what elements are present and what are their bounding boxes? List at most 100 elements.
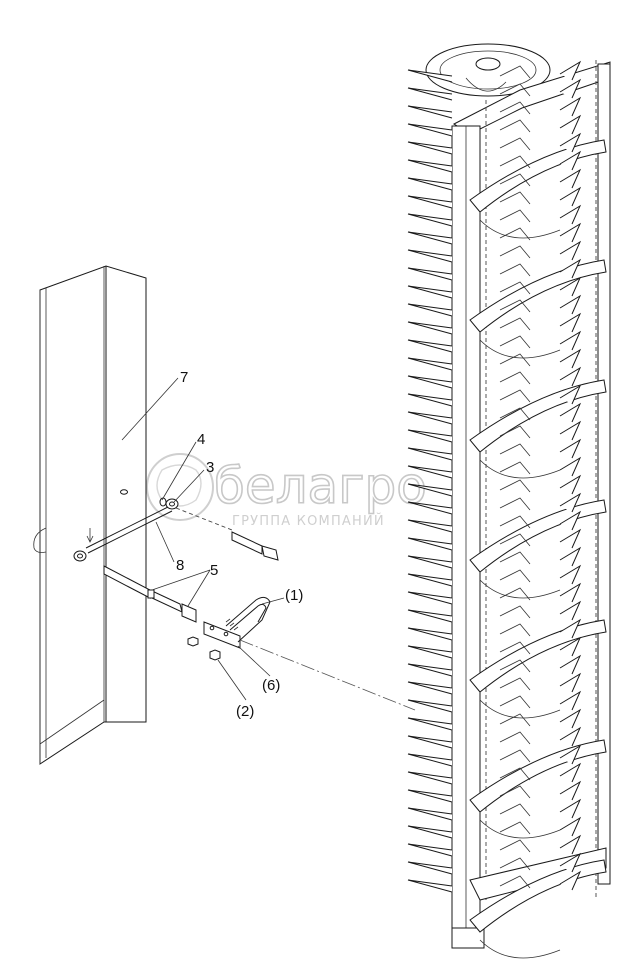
- label-part-6: (6): [262, 677, 280, 694]
- auger-tooth-left: [407, 87, 453, 101]
- auger-tooth-left: [407, 519, 453, 533]
- auger-tooth-right: [559, 618, 582, 639]
- auger-tooth-left: [407, 825, 453, 839]
- auger-tooth-inner: [499, 389, 531, 403]
- auger-tooth-inner: [499, 155, 531, 169]
- auger-tooth-left: [407, 717, 453, 731]
- auger-tooth-left: [407, 123, 453, 137]
- auger-tooth-inner: [499, 101, 531, 115]
- auger-tooth-left: [407, 627, 453, 641]
- auger-tooth-inner: [499, 443, 531, 457]
- auger-tooth-inner: [499, 749, 531, 763]
- auger-tooth-inner: [499, 245, 531, 259]
- auger-tooth-left: [407, 249, 453, 263]
- washer-part-3: [165, 498, 179, 510]
- auger-tooth-right: [559, 276, 582, 297]
- auger-tooth-left: [407, 771, 453, 785]
- auger-tooth-inner: [499, 479, 531, 493]
- auger-tooth-left: [407, 555, 453, 569]
- auger-tooth-left: [407, 303, 453, 317]
- auger-tooth-right: [559, 564, 582, 585]
- auger-tooth-inner: [499, 407, 531, 421]
- auger-tooth-left: [407, 753, 453, 767]
- auger-tooth-inner: [499, 569, 531, 583]
- auger-tooth-inner: [499, 173, 531, 187]
- auger-tooth-left: [407, 843, 453, 857]
- auger-tooth-inner: [499, 623, 531, 637]
- auger-assembly: [407, 43, 611, 959]
- auger-tooth-right: [559, 672, 582, 693]
- auger-tooth-left: [407, 861, 453, 875]
- auger-tooth-inner: [499, 641, 531, 655]
- auger-tooth-inner: [499, 65, 531, 79]
- auger-tooth-right: [559, 420, 582, 441]
- auger-tooth-left: [407, 537, 453, 551]
- auger-tooth-left: [407, 573, 453, 587]
- watermark-brand: белагро: [214, 457, 427, 515]
- auger-tooth-right: [559, 438, 582, 459]
- auger-tooth-inner: [499, 695, 531, 709]
- auger-tooth-right: [559, 510, 582, 531]
- auger-tooth-left: [407, 285, 453, 299]
- label-part-4: 4: [197, 431, 205, 448]
- auger-tooth-right: [559, 492, 582, 513]
- strap-assembly: [103, 531, 279, 623]
- auger-tooth-left: [407, 645, 453, 659]
- auger-tooth-inner: [499, 281, 531, 295]
- auger-tooth-inner: [499, 875, 531, 889]
- auger-tooth-right: [559, 78, 582, 99]
- auger-tooth-left: [407, 789, 453, 803]
- label-part-1: (1): [285, 587, 303, 604]
- auger-flight: [469, 379, 607, 453]
- auger-tooth-inner: [499, 425, 531, 439]
- nut-left: [187, 636, 199, 647]
- auger-tooth-right: [559, 384, 582, 405]
- auger-tooth-left: [407, 591, 453, 605]
- auger-tooth-inner: [499, 713, 531, 727]
- auger-tooth-left: [407, 411, 453, 425]
- callouts: 7 4 3 8 5 (1) (6) (2): [121, 369, 303, 720]
- auger-tooth-inner: [499, 803, 531, 817]
- auger-tooth-inner: [499, 263, 531, 277]
- auger-tooth-right: [559, 582, 582, 603]
- auger-tooth-right: [559, 708, 582, 729]
- auger-tooth-left: [407, 267, 453, 281]
- auger-tooth-inner: [499, 731, 531, 745]
- auger-tooth-inner: [499, 335, 531, 349]
- auger-flight: [469, 619, 607, 693]
- auger-tooth-left: [407, 213, 453, 227]
- auger-tooth-left: [407, 339, 453, 353]
- label-part-7: 7: [180, 369, 188, 386]
- label-part-2: (2): [236, 703, 254, 720]
- clamp-assembly: [187, 596, 271, 661]
- auger-tooth-right: [559, 294, 582, 315]
- auger-tooth-right: [559, 816, 582, 837]
- watermark-tagline: ГРУППА КОМПАНИЙ: [232, 513, 385, 529]
- auger-tooth-inner: [499, 497, 531, 511]
- auger-tooth-inner: [499, 227, 531, 241]
- auger-tooth-left: [407, 429, 453, 443]
- auger-flight: [469, 499, 607, 573]
- auger-tooth-right: [559, 258, 582, 279]
- auger-tooth-right: [559, 636, 582, 657]
- auger-tooth-right: [559, 366, 582, 387]
- auger-tooth-inner: [499, 515, 531, 529]
- auger-tooth-right: [559, 474, 582, 495]
- auger-tooth-inner: [499, 317, 531, 331]
- auger-tooth-left: [407, 465, 453, 479]
- auger-flight: [469, 739, 607, 813]
- auger-flight-edge: [479, 939, 561, 959]
- auger-tooth-right: [559, 852, 582, 873]
- auger-tooth-inner: [499, 821, 531, 835]
- auger-tooth-inner: [499, 209, 531, 223]
- auger-flight-edge: [479, 579, 561, 599]
- auger-tooth-inner: [499, 587, 531, 601]
- auger-tooth-left: [407, 447, 453, 461]
- side-panel: [33, 265, 147, 765]
- nut-part-4: [159, 497, 167, 507]
- washer-bottom: [73, 550, 87, 562]
- auger-tooth-right: [559, 546, 582, 567]
- auger-tooth-right: [559, 132, 582, 153]
- auger-tooth-inner: [499, 371, 531, 385]
- auger-tooth-inner: [499, 119, 531, 133]
